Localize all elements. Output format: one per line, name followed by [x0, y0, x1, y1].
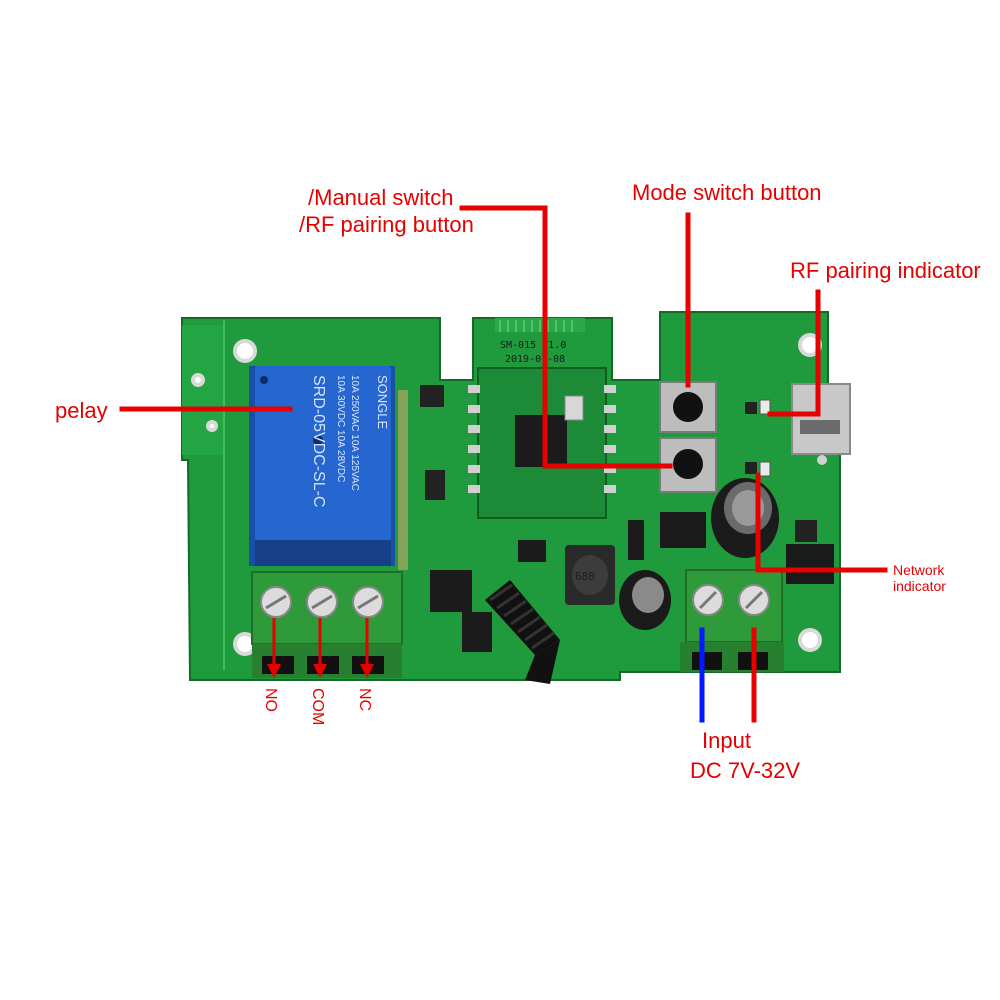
- input-label-line2: DC 7V-32V: [690, 758, 800, 783]
- input-label-line1: Input: [702, 728, 751, 753]
- rf-indicator-leader-line: [767, 289, 821, 417]
- network-indicator-label-line1: Network: [893, 562, 945, 578]
- relay-ratings-2: 10A 30VDC 10A 28VDC: [335, 375, 346, 482]
- relay-label: pelay: [55, 398, 108, 423]
- terminal-nc-label: NC: [356, 688, 373, 711]
- network-indicator-label-line2: indicator: [893, 578, 946, 594]
- regulator-chip: [660, 512, 706, 548]
- rf-led: [759, 399, 771, 415]
- network-led: [759, 461, 771, 477]
- relay-model: SRD-05VDC-SL-C: [310, 375, 327, 507]
- input-terminal-block: [680, 569, 784, 672]
- wifi-module: [468, 367, 616, 519]
- inductor-text: 680: [575, 570, 595, 583]
- relay-brand: SONGLE: [375, 375, 390, 430]
- module-version: SM-015 V1.0: [500, 340, 566, 351]
- terminal-no-label: NO: [262, 688, 279, 712]
- terminal-arrows: [267, 618, 374, 678]
- relay-ratings-1: 10A 250VAC 10A 125VAC: [349, 375, 360, 491]
- rf-indicator-label: RF pairing indicator: [790, 258, 981, 283]
- relay-terminal-block: [251, 571, 403, 678]
- manual-switch-label-line1: /Manual switch: [308, 185, 454, 210]
- mounting-holes: [191, 333, 822, 656]
- relay-component: SONGLE 10A 250VAC 10A 125VAC 10A 30VDC 1…: [249, 366, 395, 566]
- terminal-com-label: COM: [309, 688, 326, 725]
- mode-switch-button[interactable]: [659, 381, 717, 433]
- inductor: 680: [565, 545, 615, 605]
- manual-switch-leader-line: [459, 205, 673, 469]
- capacitor-small: [619, 570, 671, 630]
- antenna-coil: [485, 580, 560, 684]
- manual-switch-label-line2: /RF pairing button: [299, 212, 474, 237]
- network-indicator-leader-line: [755, 472, 888, 573]
- capacitor-large: [711, 478, 779, 558]
- mode-switch-label: Mode switch button: [632, 180, 822, 205]
- module-date: 2019-01-08: [505, 354, 565, 365]
- usb-connector: [791, 383, 851, 465]
